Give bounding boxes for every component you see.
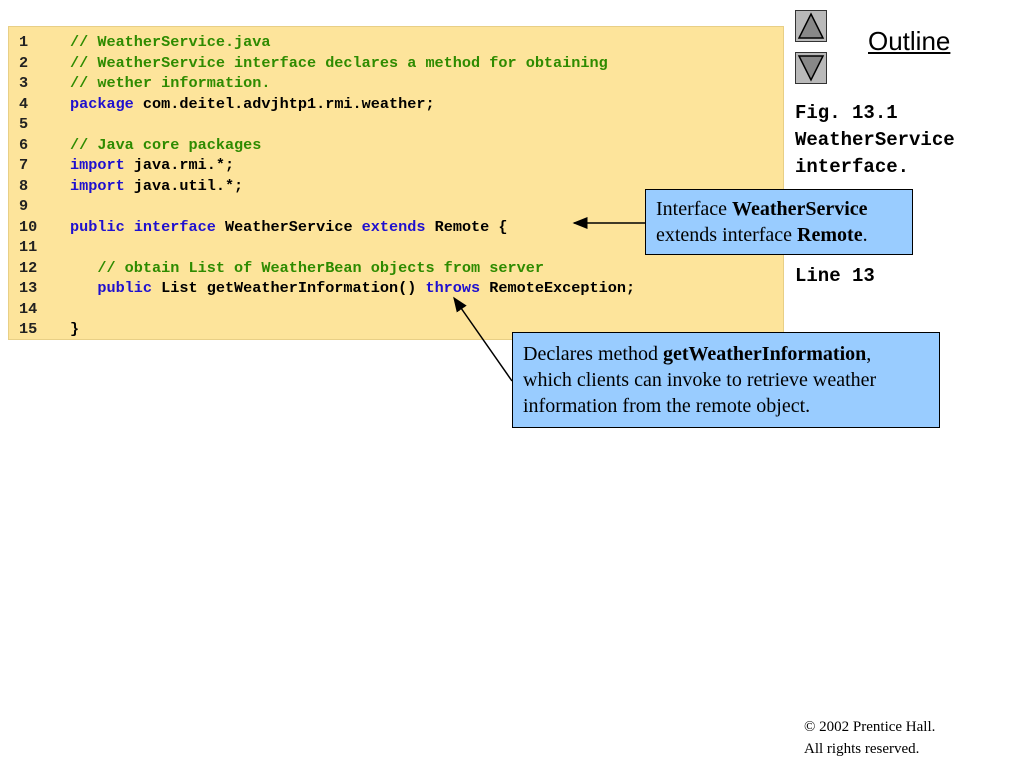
callout-bold-text: getWeatherInformation	[662, 343, 867, 365]
next-slide-button[interactable]	[795, 52, 827, 84]
outline-link[interactable]: Outline	[868, 26, 951, 56]
code-text: // WeatherService interface declares a m…	[70, 53, 608, 73]
code-keyword: import	[70, 156, 125, 174]
code-token: WeatherService	[215, 217, 362, 236]
code-text: // WeatherService.java	[70, 32, 271, 52]
line-number: 11	[19, 238, 38, 256]
code-keyword: import	[70, 176, 125, 195]
code-text: import java.util.*;	[70, 176, 243, 196]
line-number: 7	[19, 156, 29, 174]
callout-text: which clients can invoke to retrieve wea…	[523, 369, 877, 391]
code-text: }	[70, 319, 79, 339]
code-token: RemoteException;	[480, 279, 636, 297]
code-comment: // Java core packages	[70, 135, 262, 154]
line-number: 8	[19, 176, 29, 195]
line-number: 15	[19, 320, 38, 338]
callout-interface: Interface WeatherService extends interfa…	[645, 189, 913, 255]
code-comment: // obtain List of WeatherBean objects fr…	[70, 258, 544, 277]
copyright-notice: © 2002 Prentice Hall. All rights reserve…	[804, 716, 935, 760]
code-keyword: public	[97, 279, 153, 297]
code-token: com.deitel.advjhtp1.rmi.weather;	[133, 94, 435, 113]
previous-slide-button[interactable]	[795, 10, 827, 42]
line-number: 14	[19, 299, 38, 318]
callout-bold-text: WeatherService	[732, 198, 868, 220]
code-token: java.rmi.*;	[124, 156, 235, 174]
code-keyword: throws	[425, 279, 481, 297]
callout-method: Declares method getWeatherInformation, w…	[512, 332, 940, 428]
line-number: 2	[19, 53, 29, 72]
line-reference: Line 13	[795, 265, 875, 287]
arrow-to-line-13	[453, 296, 513, 382]
line-number: 12	[19, 258, 38, 277]
code-keyword: extends	[361, 217, 426, 236]
code-text: package com.deitel.advjhtp1.rmi.weather;	[70, 94, 435, 114]
code-token: List getWeatherInformation()	[152, 279, 426, 297]
callout-text: .	[862, 224, 868, 246]
figure-title: WeatherService	[795, 129, 955, 151]
line-number: 4	[19, 94, 29, 113]
line-number: 1	[19, 33, 29, 51]
figure-number: Fig. 13.1	[795, 102, 898, 124]
triangle-down-icon	[797, 55, 825, 82]
code-text: public interface WeatherService extends …	[70, 217, 508, 237]
line-number: 6	[19, 135, 29, 154]
code-text: // obtain List of WeatherBean objects fr…	[70, 258, 544, 278]
callout-text: extends interface	[656, 224, 798, 246]
callout-text: Interface	[656, 198, 733, 220]
callout-text: ,	[866, 343, 872, 365]
line-number: 5	[19, 115, 29, 133]
code-comment: // WeatherService interface declares a m…	[70, 53, 608, 72]
code-text: // wether information.	[70, 73, 271, 93]
code-text: import java.rmi.*;	[70, 155, 234, 175]
triangle-up-icon	[797, 12, 825, 39]
copyright-symbol: ©	[804, 719, 816, 735]
callout-text: information from the remote object.	[523, 395, 811, 417]
line-number: 13	[19, 279, 38, 297]
code-comment: // WeatherService.java	[70, 33, 271, 51]
copyright-line: 2002 Prentice Hall.	[815, 719, 936, 735]
figure-subtitle: interface.	[795, 156, 910, 178]
code-listing: 1 // WeatherService.java 2 // WeatherServic…	[8, 26, 784, 340]
line-number: 3	[19, 74, 29, 92]
callout-text: Declares method	[523, 343, 663, 365]
line-number: 10	[19, 217, 38, 236]
code-comment: // wether information.	[70, 74, 271, 92]
figure-caption: Fig. 13.1 WeatherService interface.	[795, 100, 955, 181]
callout-bold-text: Remote	[797, 224, 863, 246]
code-text: public List getWeatherInformation() thro…	[70, 278, 635, 298]
line-number: 9	[19, 197, 29, 215]
code-keyword: interface	[133, 217, 216, 236]
code-token: }	[70, 320, 80, 338]
code-keyword: public	[70, 217, 125, 236]
code-text: // Java core packages	[70, 135, 261, 155]
code-token: Remote {	[425, 217, 508, 236]
rights-line: All rights reserved.	[804, 741, 920, 757]
code-keyword: package	[70, 94, 134, 113]
code-token: java.util.*;	[124, 176, 244, 195]
